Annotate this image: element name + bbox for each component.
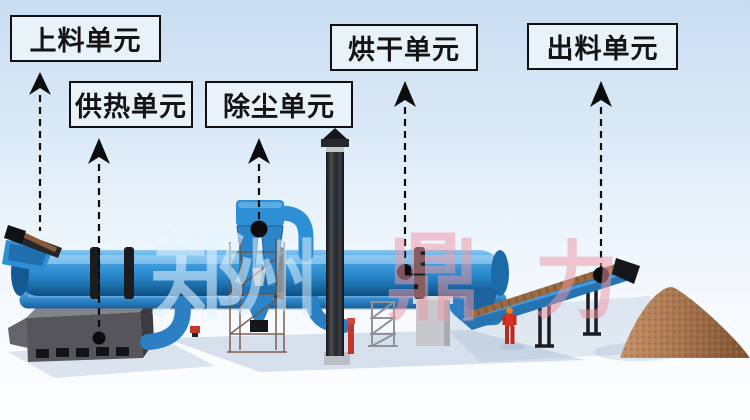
arrow-dedusting [248,138,270,238]
callout-drying-unit: 烘干单元 [330,24,478,71]
callout-label: 出料单元 [546,34,659,64]
furnace-vents [36,347,129,358]
callout-label: 供热单元 [75,92,187,122]
arrow-feeding [29,72,51,231]
concrete-pier [413,296,453,346]
feed-head-pulley [4,225,26,244]
callout-label: 上料单元 [29,26,142,56]
conveyor-head-pulley [612,258,640,284]
red-standpipe [348,322,354,354]
worker [502,307,517,344]
chimney [321,128,355,356]
lattice-tower [368,301,398,347]
hot-air-furnace [8,298,200,362]
cyclone-dust-collector [227,200,314,353]
cyclone-discharge [250,320,268,332]
callout-label: 除尘单元 [223,92,335,122]
callout-discharge-unit: 出料单元 [527,23,678,70]
cyclone-frame [227,238,287,353]
arrow-discharge [590,81,612,283]
arrow-drying [394,81,416,280]
callout-heating-unit: 供热单元 [69,81,193,128]
worker-helmet [506,307,513,314]
callout-arrows [29,72,612,345]
callout-feeding-unit: 上料单元 [10,15,161,62]
burner-accessory [190,326,200,333]
arrow-heating [88,138,110,345]
material-pile [620,287,750,358]
callout-dedusting-unit: 除尘单元 [205,81,353,128]
callout-label: 烘干单元 [348,35,460,65]
feed-conveyor [2,225,62,272]
